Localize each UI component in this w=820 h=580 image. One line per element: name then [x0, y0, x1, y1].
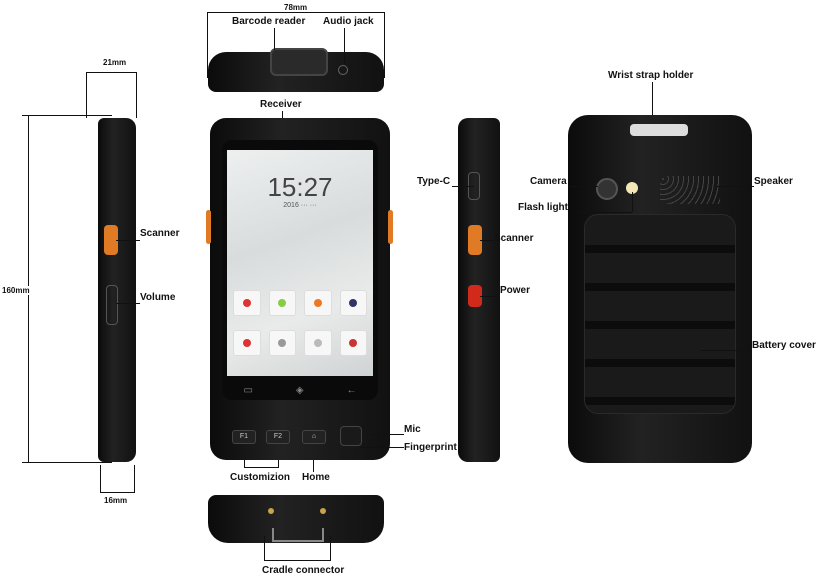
leader-line — [244, 467, 279, 468]
scanner-button-right — [468, 225, 482, 255]
app-icon[interactable] — [304, 290, 332, 316]
wrist-strap-holder — [630, 124, 688, 136]
type-c-label: Type-C — [417, 176, 451, 187]
home-key[interactable]: ⌂ — [302, 430, 326, 444]
fingerprint-label: Fingerprint — [404, 442, 457, 453]
back-icon[interactable]: ← — [346, 385, 357, 396]
leader-line — [116, 240, 140, 241]
dimension-tick — [136, 72, 137, 118]
leader-line — [274, 28, 275, 50]
speaker-label: Speaker — [754, 176, 793, 187]
leader-line — [370, 434, 404, 435]
leader-line — [632, 192, 633, 212]
audio-jack-label: Audio jack — [323, 16, 374, 27]
height-label: 160mm — [2, 286, 30, 295]
dimension-line — [100, 492, 135, 493]
leader-line — [264, 560, 331, 561]
app-icon[interactable] — [339, 330, 367, 356]
battery-cover-label: Battery cover — [752, 340, 816, 351]
fingerprint-sensor[interactable] — [340, 426, 362, 446]
app-icon[interactable] — [233, 290, 261, 316]
scanner-button-left — [104, 225, 118, 255]
home-label: Home — [302, 472, 330, 483]
scanner-label-right: Scanner — [494, 233, 534, 244]
leader-line — [278, 460, 279, 468]
volume-button — [106, 285, 118, 325]
dimension-tick — [100, 465, 101, 493]
power-label: Power — [500, 285, 531, 296]
leader-line — [480, 296, 500, 297]
cradle-pin — [268, 508, 274, 514]
dimension-line — [86, 72, 136, 73]
display: 15:27 2016 ··· ··· — [227, 150, 373, 376]
dimension-line — [22, 115, 112, 116]
leader-line — [652, 82, 653, 124]
depth-label: 21mm — [103, 58, 127, 67]
screen: 15:27 2016 ··· ··· ▭ ◈ ← — [222, 140, 378, 400]
customizion-label: Customizion — [230, 472, 290, 483]
leader-line — [360, 447, 404, 448]
leader-line — [480, 240, 494, 241]
app-icon[interactable] — [268, 290, 296, 316]
power-button — [468, 285, 482, 307]
dimension-tick — [384, 12, 385, 78]
mic-label: Mic — [404, 424, 421, 435]
scanner-side-accent — [388, 210, 393, 244]
dimension-line — [22, 462, 112, 463]
scanner-side-accent — [206, 210, 211, 244]
leader-line — [244, 460, 245, 468]
home-nav-icon[interactable]: ◈ — [295, 385, 304, 396]
leader-line — [264, 536, 265, 560]
cradle-pin — [320, 508, 326, 514]
leader-line — [452, 186, 474, 187]
leader-line — [344, 28, 345, 64]
app-icon[interactable] — [233, 330, 261, 356]
dimension-tick — [207, 12, 208, 78]
dimension-tick — [86, 72, 87, 118]
scanner-label-left: Scanner — [140, 228, 180, 239]
leader-line — [330, 536, 331, 560]
flash-light — [626, 182, 638, 194]
camera-lens — [596, 178, 618, 200]
width-dimension-line — [207, 12, 385, 13]
f1-key[interactable]: F1 — [232, 430, 256, 444]
leader-line — [313, 460, 314, 472]
app-icon[interactable] — [339, 290, 367, 316]
dimension-tick — [134, 465, 135, 493]
leader-line — [574, 212, 632, 213]
f2-key[interactable]: F2 — [266, 430, 290, 444]
audio-jack-port — [338, 65, 348, 75]
battery-cover — [584, 214, 736, 414]
receiver-label: Receiver — [260, 99, 302, 110]
camera-label: Camera — [530, 176, 567, 187]
leader-line — [568, 186, 598, 187]
app-grid — [233, 290, 367, 356]
leader-line — [116, 303, 140, 304]
wrist-strap-holder-label: Wrist strap holder — [608, 70, 694, 81]
bottom-view — [208, 495, 384, 543]
nav-bar: ▭ ◈ ← — [222, 385, 378, 396]
app-icon[interactable] — [268, 330, 296, 356]
menu-icon[interactable]: ▭ — [243, 385, 253, 396]
cradle-connector — [272, 528, 324, 542]
barcode-reader-label: Barcode reader — [232, 16, 306, 27]
app-icon[interactable] — [304, 330, 332, 356]
flash-light-label: Flash light — [518, 202, 568, 213]
front-view: 15:27 2016 ··· ··· ▭ ◈ ← F1 F2 ⌂ — [210, 118, 390, 460]
clock: 15:27 — [267, 172, 333, 202]
leader-line — [716, 186, 754, 187]
barcode-reader-window — [270, 48, 328, 76]
cradle-connector-label: Cradle connector — [262, 565, 345, 576]
width-label: 78mm — [284, 3, 308, 12]
volume-label: Volume — [140, 292, 176, 303]
bottom-depth-label: 16mm — [104, 496, 128, 505]
date: 2016 ··· ··· — [283, 202, 317, 209]
speaker-grill — [660, 176, 720, 204]
leader-line — [700, 350, 752, 351]
